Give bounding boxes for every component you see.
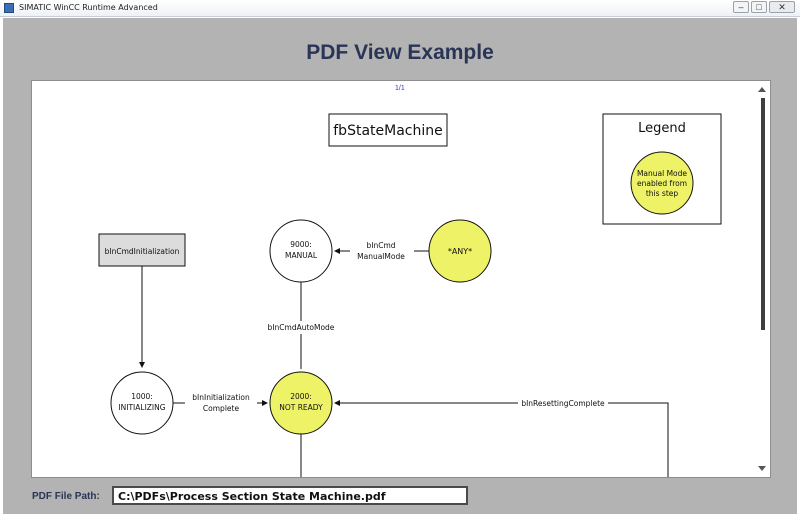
transition-init-complete-bg xyxy=(185,391,257,415)
diagram-title-box xyxy=(328,113,448,147)
pdf-path-field[interactable]: C:\PDFs\Process Section State Machine.pd… xyxy=(112,486,468,505)
pdf-path-label: PDF File Path: xyxy=(32,491,100,502)
legend-note-line-1: Manual Mode xyxy=(637,169,687,178)
transition-resetting-complete: bInResettingComplete xyxy=(521,399,605,408)
transition-init-complete-line-1: bInInitialization xyxy=(192,393,250,402)
runtime-screen: PDF View Example 1/1 fbStateMachine Lege… xyxy=(3,18,797,514)
scroll-down-arrow-icon[interactable] xyxy=(758,466,766,471)
maximize-button[interactable]: □ xyxy=(751,1,767,13)
transition-resetting-bg xyxy=(518,398,608,409)
state-initializing-id: 1000: xyxy=(131,392,153,401)
state-not-ready-id: 2000: xyxy=(290,392,312,401)
initialization-command-box xyxy=(98,233,186,267)
page-title: PDF View Example xyxy=(306,41,494,64)
transition-manual-mode-bg xyxy=(350,239,414,263)
transition-auto-mode: bInCmdAutoMode xyxy=(268,323,335,332)
arrow-resetting-to-not-ready xyxy=(334,400,669,477)
transition-auto-mode-bg xyxy=(263,321,339,334)
legend-title: Legend xyxy=(638,121,686,136)
state-machine-diagram: fbStateMachine Legend Manual Mode enable… xyxy=(98,113,722,477)
state-any-label: *ANY* xyxy=(448,247,472,256)
page-indicator: 1/1 xyxy=(395,85,405,92)
diagram-title: fbStateMachine xyxy=(333,123,442,139)
legend-note-line-2: enabled from xyxy=(637,179,687,188)
vertical-scrollbar[interactable] xyxy=(756,81,770,477)
state-initializing-name: INITIALIZING xyxy=(118,403,165,412)
pdf-viewer[interactable]: 1/1 fbStateMachine Legend Manual Mode en… xyxy=(31,80,771,478)
state-manual-id: 9000: xyxy=(290,240,312,249)
scroll-thumb[interactable] xyxy=(761,98,765,330)
transition-manual-mode-line-1: bInCmd xyxy=(366,241,395,250)
transition-manual-mode-line-2: ManualMode xyxy=(357,252,405,261)
legend-highlight-state xyxy=(630,151,694,215)
initialization-command-label: bInCmdInitialization xyxy=(105,247,180,256)
state-manual-name: MANUAL xyxy=(285,251,318,260)
window-title: SIMATIC WinCC Runtime Advanced xyxy=(19,3,158,12)
transition-init-complete-line-2: Complete xyxy=(203,404,240,413)
minimize-button[interactable]: – xyxy=(733,1,749,13)
window-titlebar: SIMATIC WinCC Runtime Advanced – □ ✕ xyxy=(0,0,800,17)
state-not-ready-name: NOT READY xyxy=(279,403,323,412)
scroll-up-arrow-icon[interactable] xyxy=(758,87,766,92)
app-icon xyxy=(4,3,14,13)
close-button[interactable]: ✕ xyxy=(769,1,795,13)
legend-note-line-3: this step xyxy=(646,189,679,198)
